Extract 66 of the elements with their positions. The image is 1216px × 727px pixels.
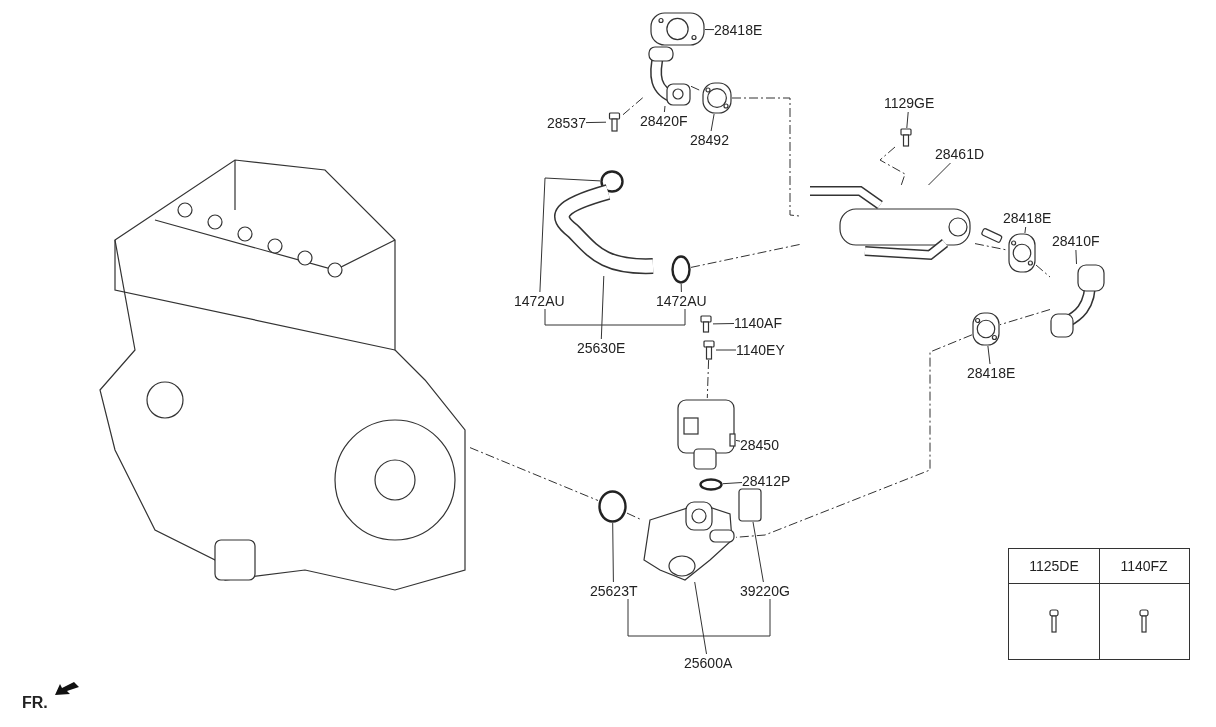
bolt-drawing bbox=[699, 315, 713, 333]
leader-line bbox=[735, 439, 741, 442]
assembly-line bbox=[469, 447, 599, 501]
leader-line bbox=[715, 349, 737, 351]
leader-line bbox=[752, 521, 764, 583]
leader-line bbox=[1075, 249, 1077, 265]
part-number: 1472AU bbox=[514, 292, 565, 310]
part-number: 39220G bbox=[740, 582, 790, 600]
bolt-drawing bbox=[606, 112, 623, 132]
actuator-drawing bbox=[676, 398, 736, 471]
leader-line bbox=[987, 345, 991, 365]
o-ring-drawing bbox=[598, 490, 627, 523]
leader-line bbox=[663, 105, 666, 113]
front-label: FR. bbox=[22, 694, 48, 712]
leader-line bbox=[722, 482, 743, 485]
part-number: 28410F bbox=[1052, 232, 1100, 250]
leader-line bbox=[1024, 226, 1027, 234]
assembly-line bbox=[690, 243, 801, 268]
part-number: 28450 bbox=[740, 436, 779, 454]
assembly-line bbox=[879, 146, 906, 186]
gasket-drawing bbox=[650, 12, 705, 46]
leader-line bbox=[539, 177, 601, 293]
gasket-drawing bbox=[972, 312, 1000, 346]
part-number: 25623T bbox=[590, 582, 638, 600]
part-number: 28418E bbox=[714, 21, 763, 39]
part-number: 28412P bbox=[742, 472, 791, 490]
assembly-line bbox=[622, 95, 646, 116]
housing-drawing bbox=[640, 500, 736, 582]
gasket-drawing bbox=[702, 82, 732, 114]
part-number: 28492 bbox=[690, 131, 729, 149]
assembly-line bbox=[626, 512, 641, 520]
part-number: 28418E bbox=[1003, 209, 1052, 227]
pipe-drawing bbox=[645, 46, 691, 106]
pipe-drawing bbox=[1050, 264, 1106, 338]
sensor-drawing bbox=[738, 488, 762, 522]
leader-line bbox=[704, 29, 715, 31]
assembly-line bbox=[731, 97, 801, 217]
assembly-line bbox=[735, 334, 973, 538]
assembly-line bbox=[706, 359, 710, 399]
column-header: 1140FZ bbox=[1099, 549, 1189, 584]
leader-line bbox=[712, 323, 735, 325]
leader-line bbox=[928, 162, 951, 186]
o-ring-drawing bbox=[699, 478, 723, 491]
bolt-drawing bbox=[702, 340, 716, 360]
part-number: 1140EY bbox=[736, 341, 785, 359]
column-header: 1125DE bbox=[1009, 549, 1100, 584]
clamp-drawing bbox=[671, 255, 691, 284]
part-number: 28537 bbox=[547, 114, 586, 132]
leader-line bbox=[680, 283, 682, 293]
part-number: 28461D bbox=[935, 145, 985, 163]
assembly-line bbox=[1035, 264, 1051, 278]
part-number: 28420F bbox=[640, 112, 688, 130]
leader-line bbox=[906, 111, 909, 129]
part-number: 25630E bbox=[577, 339, 626, 357]
clamp-drawing bbox=[600, 170, 624, 193]
leader-line bbox=[612, 522, 614, 583]
leader-line bbox=[585, 121, 607, 124]
part-number: 25600A bbox=[684, 654, 733, 672]
leader-line bbox=[710, 113, 715, 132]
gasket-drawing bbox=[1008, 233, 1036, 273]
leader-line bbox=[600, 275, 605, 340]
leader-line bbox=[694, 581, 707, 655]
part-number: 1129GE bbox=[884, 94, 935, 112]
part-number: 28418E bbox=[967, 364, 1016, 382]
part-number: 1140AF bbox=[734, 314, 782, 332]
part-number: 1472AU bbox=[656, 292, 707, 310]
